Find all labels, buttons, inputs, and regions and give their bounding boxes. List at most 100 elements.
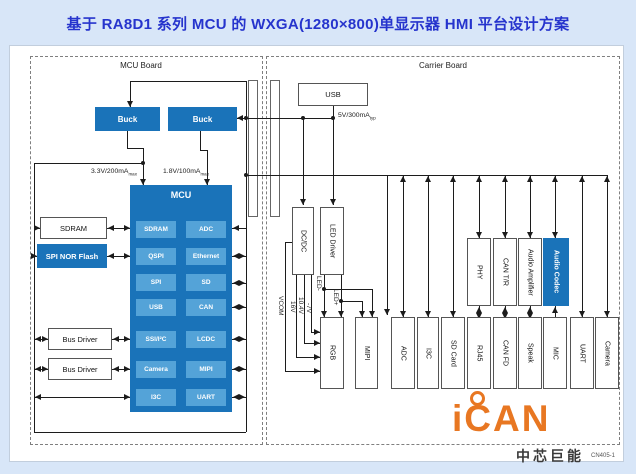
arrow-right-icon <box>124 366 130 372</box>
phy-block: PHY <box>467 238 491 306</box>
sdram-block: SDRAM <box>40 217 107 239</box>
mcu-port-camera: Camera <box>136 361 176 378</box>
mcu-port-adc: ADC <box>186 221 226 238</box>
mcu-port-can: CAN <box>186 299 226 316</box>
arrow-up-icon <box>552 176 558 182</box>
wire-line <box>324 275 325 317</box>
arrow-right-icon <box>239 280 245 286</box>
arrow-right-icon <box>314 340 320 346</box>
wire-line <box>362 301 363 317</box>
neg7v-label: -7V <box>305 303 312 314</box>
rail-5v-label: 5V/300mAtyp <box>338 112 376 120</box>
arrow-right-icon <box>42 366 48 372</box>
wire-line <box>127 148 143 149</box>
arrow-left-icon <box>233 304 239 310</box>
arrow-left-icon <box>108 253 114 259</box>
usb-block: USB <box>298 83 368 106</box>
mcu-port-usb: USB <box>136 299 176 316</box>
arrow-down-icon <box>359 311 365 317</box>
audio-amplifier-block: Audio Amplifier <box>518 238 542 306</box>
arrow-left-icon <box>233 225 239 231</box>
logo-brand: iCAN <box>452 398 551 439</box>
can-fd-block: CAN FD <box>493 317 517 389</box>
arrow-down-icon <box>127 101 133 107</box>
arrow-right-icon <box>314 354 320 360</box>
arrow-right-icon <box>239 253 245 259</box>
wire-line <box>387 175 388 315</box>
arrow-down-icon <box>502 232 508 238</box>
wire-line <box>112 369 130 370</box>
wire-line <box>34 163 35 432</box>
led-plus-label: LED+ <box>332 289 339 306</box>
arrow-left-icon <box>35 394 41 400</box>
spi-nor-flash-block: SPI NOR Flash <box>37 244 107 268</box>
arrow-down-icon <box>552 232 558 238</box>
rail-1v8-sub: max <box>200 171 209 177</box>
wire-line <box>107 228 130 229</box>
junction-dot <box>244 173 248 177</box>
mcu-port-lcdc: LCDC <box>186 331 226 348</box>
buck1-block: Buck <box>95 107 160 131</box>
arrow-down-icon <box>604 311 610 317</box>
wire-line <box>372 289 373 317</box>
arrow-right-icon <box>239 336 245 342</box>
arrow-up-icon <box>502 307 508 313</box>
mcu-port-mipi: MIPI <box>186 361 226 378</box>
wire-line <box>341 301 362 302</box>
arrow-right-icon <box>124 394 130 400</box>
wire-line <box>112 339 130 340</box>
arrow-up-icon <box>425 176 431 182</box>
arrow-left-icon <box>108 225 114 231</box>
wire-line <box>200 150 207 151</box>
rail-1v8-text: 1.8V/100mA <box>163 168 201 175</box>
wire-line <box>311 275 312 332</box>
wire-line <box>127 130 128 148</box>
wire-line <box>607 175 608 317</box>
arrow-up-icon <box>527 176 533 182</box>
carrier-board-outline <box>266 56 620 445</box>
arrow-left-icon <box>233 280 239 286</box>
audio-codec-block: Audio Codec <box>543 238 569 306</box>
arrow-left-icon <box>233 336 239 342</box>
arrow-up-icon <box>579 176 585 182</box>
wire-line <box>107 256 130 257</box>
wire-line <box>303 118 304 205</box>
can-tr-block: CAN T/R <box>493 238 517 306</box>
wire-line <box>333 106 334 205</box>
mcu-board-outline <box>30 56 263 445</box>
arrow-up-icon <box>502 176 508 182</box>
wire-line <box>403 175 404 317</box>
arrow-up-icon <box>527 307 533 313</box>
rail-3v3-sub: max <box>128 171 137 177</box>
buck2-block: Buck <box>168 107 237 131</box>
rail-3v3-text: 3.3V/200mA <box>91 168 129 175</box>
wire-line <box>34 397 130 398</box>
wire-line <box>285 242 292 243</box>
adc-block: ADC <box>391 317 415 389</box>
wire-line <box>143 148 144 185</box>
wire-line <box>296 357 320 358</box>
arrow-down-icon <box>527 232 533 238</box>
arrow-down-icon <box>400 311 406 317</box>
mcu-port-ethernet: Ethernet <box>186 248 226 265</box>
bus-driver1-block: Bus Driver <box>48 328 112 350</box>
wire-line <box>479 175 480 238</box>
wire-line <box>34 339 48 340</box>
wire-line <box>341 275 342 317</box>
arrow-right-icon <box>34 225 40 231</box>
arrow-down-icon <box>369 311 375 317</box>
mcu-port-qspi: QSPI <box>136 248 176 265</box>
logo-code: CN405-1 <box>591 453 616 459</box>
arrow-left-icon <box>233 394 239 400</box>
arrow-up-icon <box>476 307 482 313</box>
speak-block: Speak <box>518 317 542 389</box>
wire-line <box>232 228 246 229</box>
arrow-right-icon <box>42 336 48 342</box>
arrow-down-icon <box>476 232 482 238</box>
wire-line <box>285 371 320 372</box>
wire-line <box>200 130 201 150</box>
wire-line <box>304 343 320 344</box>
junction-dot <box>301 116 305 120</box>
i3c-block: I3C <box>417 317 439 389</box>
arrow-down-icon <box>476 313 482 319</box>
